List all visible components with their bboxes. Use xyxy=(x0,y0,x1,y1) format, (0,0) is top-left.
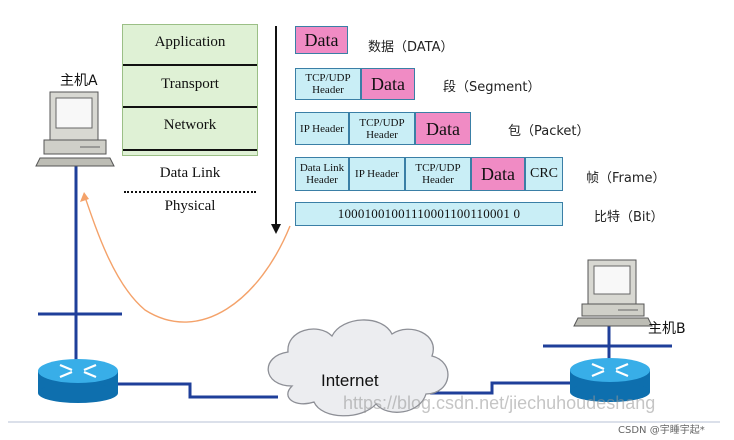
packet-data-cell: Data xyxy=(415,112,471,145)
layer-transport: Transport xyxy=(161,76,219,92)
router-a-icon xyxy=(38,359,118,403)
row-data-label: 数据（DATA） xyxy=(368,40,454,55)
layer-dotted-divider xyxy=(124,191,256,193)
csdn-credit: CSDN @宇睡宇起* xyxy=(618,425,705,436)
frame-data-cell: Data xyxy=(471,157,525,191)
frame-ip-header: IP Header xyxy=(349,157,405,191)
internet-cloud-icon xyxy=(267,319,449,417)
data-path-curve xyxy=(83,193,291,323)
segment-data-cell: Data xyxy=(361,68,415,100)
link-cloud-router-b xyxy=(430,381,572,395)
layer-network: Network xyxy=(163,117,217,133)
watermark-url: https://blog.csdn.net/jiechuhoudeshang xyxy=(343,393,656,413)
host-b-label: 主机B xyxy=(648,321,686,337)
row-segment-label: 段（Segment） xyxy=(443,80,541,95)
row-data-data-cell: Data xyxy=(295,26,348,54)
layer-application: Application xyxy=(154,34,226,50)
row-packet-label: 包（Packet） xyxy=(508,124,590,139)
row-bit-label: 比特（Bit） xyxy=(594,210,664,225)
host-a-label: 主机A xyxy=(60,73,98,89)
encapsulation-arrowhead xyxy=(271,224,281,234)
layer-separator xyxy=(123,149,257,151)
packet-tcp-udp-header: TCP/UDP Header xyxy=(349,112,415,145)
data-path-arrowhead xyxy=(80,192,89,202)
frame-tcp-udp-header: TCP/UDP Header xyxy=(405,157,471,191)
segment-tcp-udp-header: TCP/UDP Header xyxy=(295,68,361,100)
internet-label: Internet xyxy=(321,371,379,390)
layer-physical: Physical xyxy=(164,198,216,214)
packet-ip-header: IP Header xyxy=(295,112,349,145)
row-frame-label: 帧（Frame） xyxy=(586,171,666,186)
encapsulation-arrow xyxy=(275,26,277,226)
router-b-icon xyxy=(570,358,650,402)
host-a-computer xyxy=(35,91,115,167)
frame-data-link-header: Data Link Header xyxy=(295,157,349,191)
layer-separator xyxy=(123,64,257,66)
bit-stream-cell: 10001001001110001100110001 0 xyxy=(295,202,563,226)
osi-layer-stack xyxy=(122,24,258,156)
link-router-a-cloud xyxy=(116,382,278,399)
frame-crc-cell: CRC xyxy=(525,157,563,191)
host-b-computer xyxy=(573,259,653,327)
layer-data-link: Data Link xyxy=(159,165,221,181)
layer-separator xyxy=(123,106,257,108)
